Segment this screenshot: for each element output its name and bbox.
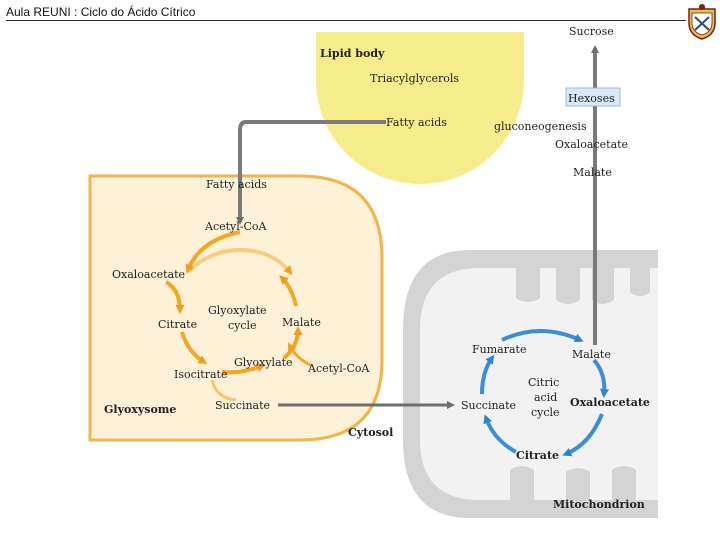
lipid-body-label: Lipid body: [320, 47, 385, 60]
sucrose-label: Sucrose: [569, 25, 614, 38]
malate-mitochondrion-label: Malate: [572, 348, 611, 361]
glyoxysome-label: Glyoxysome: [104, 403, 176, 416]
malate-glyoxysome-label: Malate: [282, 316, 321, 329]
gluconeogenesis-label: gluconeogenesis: [494, 120, 587, 133]
hexoses-box: [565, 87, 621, 107]
malate-to-oxaloacetate-arrow-mito: [592, 358, 609, 398]
glyoxysome-shape: [88, 174, 384, 442]
fatty-acids-lipid-label: Fatty acids: [386, 116, 447, 129]
acetyl-coa-top-label: Acetyl-CoA: [204, 220, 268, 233]
fatty-acid-transfer-arrow: [236, 120, 386, 225]
isocitrate-to-succinate-arrow: [210, 379, 237, 402]
header-divider: [6, 20, 686, 21]
fumarate-to-malate-arrow: [501, 329, 584, 343]
oxaloacetate-mitochondrion-label: Oxaloacetate: [570, 396, 650, 409]
citrate-to-isocitrate-arrow: [180, 331, 208, 365]
acetyl-coa-right-label: Acetyl-CoA: [307, 362, 371, 375]
mitochondrion-inner-membrane: [420, 268, 658, 500]
mitochondrion-label: Mitochondrion: [553, 498, 645, 511]
citric-acid-cycle-label-2: acid: [534, 391, 557, 404]
triacylglycerols-label: Triacylglycerols: [370, 72, 459, 85]
citrate-mitochondrion-label: Citrate: [516, 449, 559, 462]
slide-header-title: Aula REUNI : Ciclo do Ácido Cítrico: [6, 5, 196, 19]
fatty-acids-glyoxysome-label: Fatty acids: [206, 178, 267, 191]
lipid-body-shape: [316, 32, 524, 184]
isocitrate-label: Isocitrate: [174, 368, 227, 381]
succinate-mitochondrion-label: Succinate: [461, 399, 516, 412]
glyoxylate-cycle-label-2: cycle: [228, 319, 257, 332]
acetyl-coa-to-malate-arrow: [288, 342, 313, 368]
malate-cytosol-label: Malate: [573, 166, 612, 179]
citrate-glyoxysome-label: Citrate: [158, 318, 197, 331]
university-crest-icon: [688, 4, 716, 40]
succinate-to-fumarate-arrow: [480, 354, 495, 395]
glyoxylate-label: Glyoxylate: [234, 356, 293, 369]
oxaloacetate-to-citrate-arrow-mito: [562, 413, 604, 457]
oxaloacetate-glyoxysome-label: Oxaloacetate: [112, 268, 185, 281]
malate-to-oxaloacetate-arrow: [279, 275, 298, 307]
glyoxylate-cycle-arc-top: [186, 247, 293, 276]
glyoxylate-cycle-label-1: Glyoxylate: [208, 304, 267, 317]
acetyl-coa-to-citrate-arrow: [185, 230, 241, 274]
isocitrate-to-glyoxylate-arrow: [221, 363, 266, 375]
oxaloacetate-cytosol-label: Oxaloacetate: [555, 138, 628, 151]
oxaloacetate-to-citrate-arrow: [164, 280, 185, 314]
citric-acid-cycle-label-3: cycle: [531, 406, 560, 419]
fumarate-label: Fumarate: [472, 343, 526, 356]
succinate-glyoxysome-label: Succinate: [215, 399, 270, 412]
cytosol-label: Cytosol: [348, 426, 393, 439]
citric-acid-cycle-label-1: Citric: [528, 376, 559, 389]
citrate-to-succinate-arrow: [483, 414, 517, 454]
hexoses-label: Hexoses: [568, 92, 615, 105]
